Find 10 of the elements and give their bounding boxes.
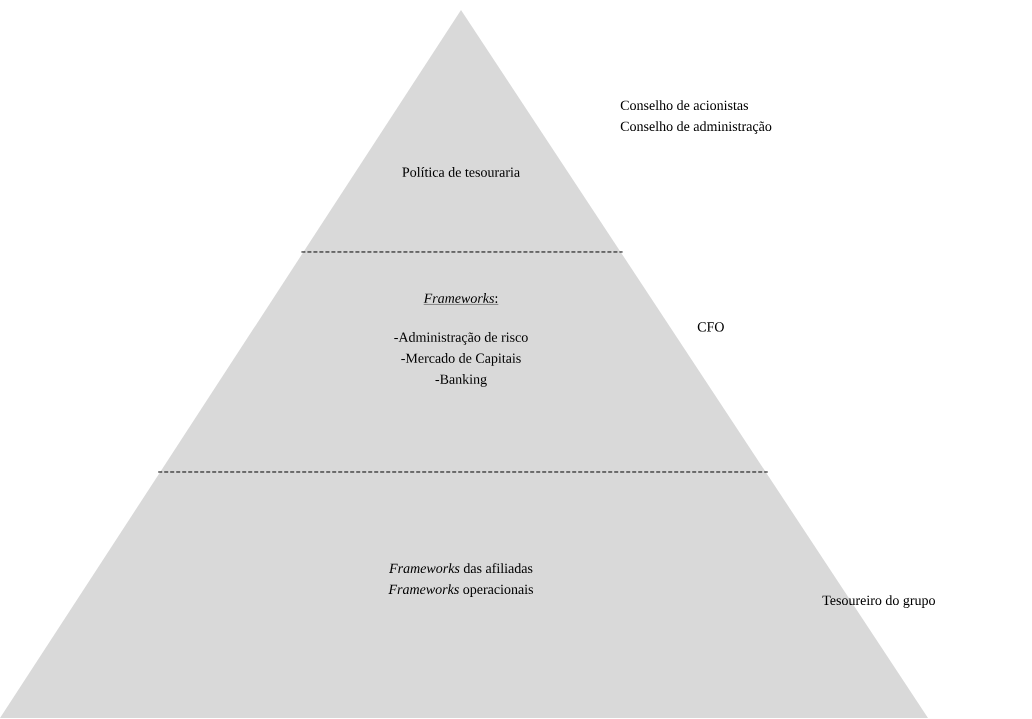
node-label: -Administração de risco (394, 332, 528, 345)
role-label: CFO (697, 322, 724, 332)
node-label: Frameworks operacionais (388, 584, 534, 597)
node-label: Frameworks das afiliadas (389, 563, 533, 574)
node-label: -Banking (435, 374, 487, 387)
pyramid-band: Política de tesouraria (303, 10, 621, 252)
node-label: -Mercado de Capitais (401, 353, 521, 366)
role-label: Conselho de acionistas Conselho de administração (620, 100, 772, 134)
node-label: Frameworks: (423, 293, 498, 304)
node-label: Política de tesouraria (402, 167, 520, 177)
